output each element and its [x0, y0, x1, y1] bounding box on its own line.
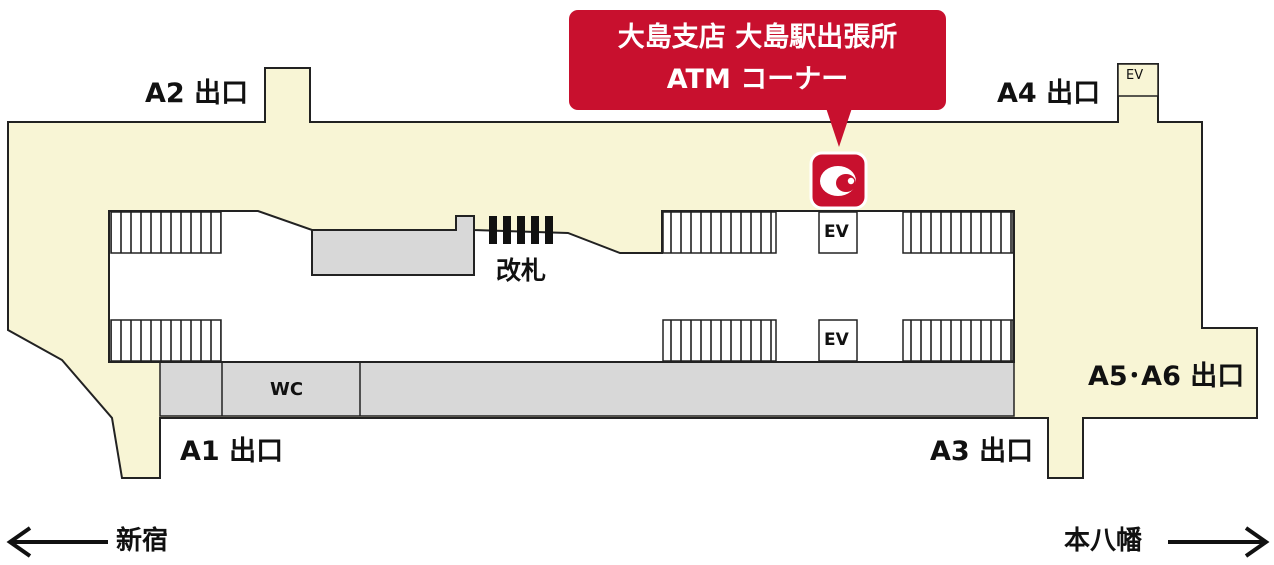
callout-pointer [826, 108, 852, 147]
exit-a1-label: A1 出口 [180, 436, 284, 467]
arrow-left-icon [6, 526, 108, 558]
callout-atm-label: ATM コーナー [666, 64, 849, 95]
elevator-upper-label: EV [824, 222, 849, 242]
ticket-gate-label: 改札 [496, 256, 547, 285]
direction-west-label: 新宿 [116, 526, 169, 556]
elevator-top-right-label: EV [1126, 68, 1144, 83]
stairs-bottom-right [902, 319, 1014, 362]
stairs-bottom-left [110, 319, 222, 362]
elevator-box-top-right [1117, 63, 1159, 97]
direction-east-label: 本八幡 [1064, 526, 1143, 556]
bank-logo-icon [809, 151, 868, 210]
stairs-bottom-middle [662, 319, 777, 362]
elevator-box-lower [818, 319, 858, 362]
atm-callout [569, 10, 946, 110]
arrow-right-icon [1168, 526, 1270, 558]
platform-area [108, 210, 1015, 363]
grey-facility-strip [159, 361, 1015, 417]
stairs-top-middle [662, 211, 777, 254]
stairs-top-left [110, 211, 222, 254]
callout-branch-name: 大島支店 大島駅出張所 [617, 22, 898, 53]
grey-room [311, 215, 475, 276]
elevator-box-upper [818, 211, 858, 254]
stairs-top-right [902, 211, 1014, 254]
exit-a3-label: A3 出口 [930, 436, 1034, 467]
exit-a5a6-label: A5･A6 出口 [1088, 361, 1245, 392]
exit-a4-label: A4 出口 [997, 78, 1101, 109]
elevator-lower-label: EV [824, 330, 849, 350]
wc-label: WC [270, 379, 304, 400]
exit-a2-label: A2 出口 [145, 78, 249, 109]
ticket-gate-icon [489, 216, 553, 244]
